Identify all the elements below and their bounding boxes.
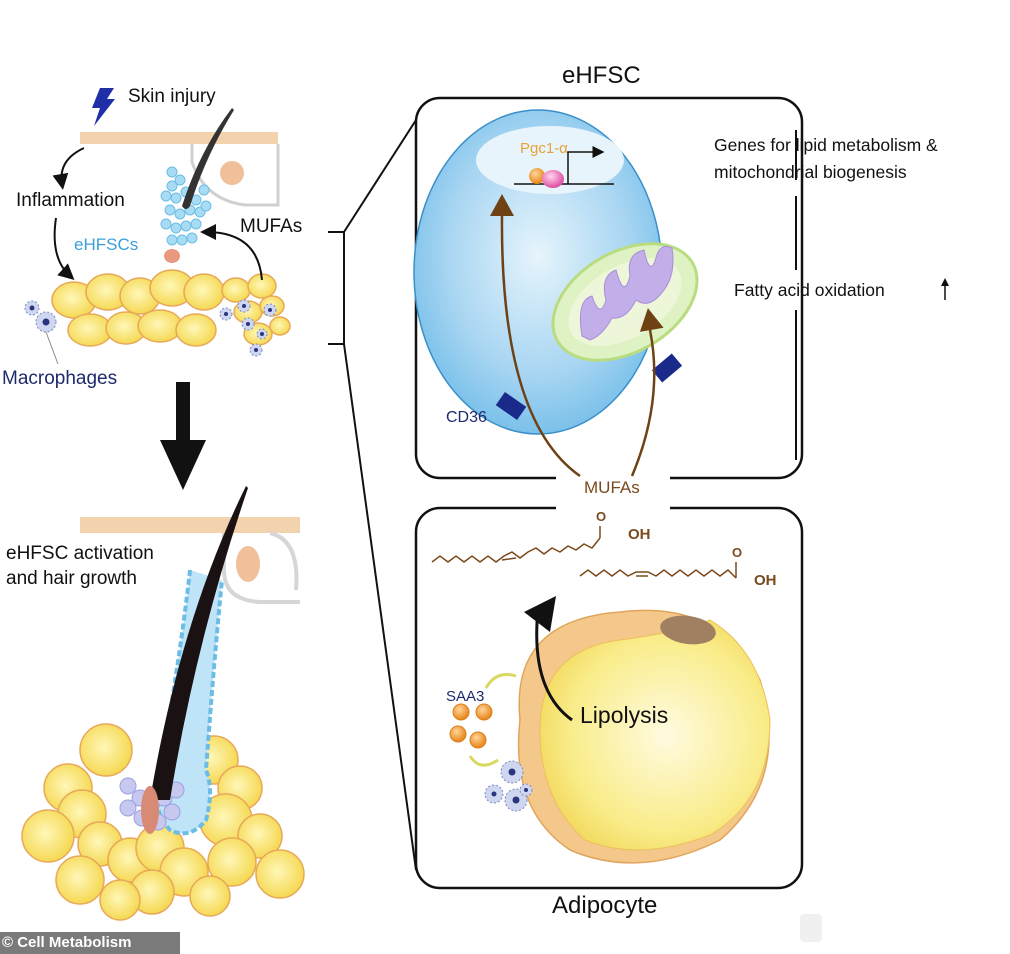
macrophage-cluster-left <box>24 300 59 365</box>
pgc1a-label: Pgc1-α <box>520 140 568 157</box>
activation-label-line1: eHFSC activation <box>6 543 154 564</box>
adipocyte-panel-title: Adipocyte <box>552 892 658 919</box>
fat-cluster-bottom <box>21 723 305 921</box>
hair-follicle-bottom <box>119 486 248 836</box>
oh-label-1: OH <box>628 526 651 543</box>
watermark-logo <box>800 914 822 942</box>
macrophages-label: Macrophages <box>2 368 118 389</box>
skin-layer-top <box>80 132 280 207</box>
skin-injury-label: Skin injury <box>128 86 216 107</box>
saa3-label: SAA3 <box>446 688 485 705</box>
inflammation-label: Inflammation <box>16 190 125 211</box>
oxygen-label-2: O <box>732 545 743 560</box>
cd36-label: CD36 <box>446 409 487 426</box>
saa3-flow-arrows <box>468 673 517 767</box>
arrow-mufa-to-follicle <box>200 224 263 281</box>
fat-layer-top <box>51 269 291 347</box>
credit-label: © Cell Metabolism <box>0 932 180 954</box>
zoom-bracket-lines <box>328 119 417 871</box>
oxygen-label-1: O <box>596 509 607 524</box>
mufas-center-label: MUFAs <box>584 478 640 497</box>
big-down-arrow-icon <box>160 382 206 490</box>
adipocyte-cell <box>517 609 771 864</box>
genes-label-line2: mitochondrial biogenesis <box>714 162 907 182</box>
cd36-transporters <box>495 353 683 421</box>
mufas-left-label: MUFAs <box>240 216 303 237</box>
arrow-inflammation-to-fat <box>53 217 75 281</box>
lipolysis-label: Lipolysis <box>580 702 669 728</box>
arrow-injury-to-inflammation <box>52 147 85 190</box>
macrophage-cluster-right <box>219 299 277 357</box>
mufa-molecules <box>431 526 737 579</box>
skin-layer-bottom <box>80 517 300 604</box>
pgc1a-orange-protein <box>529 168 545 184</box>
pgc1a-pink-protein <box>542 170 564 188</box>
ehfscs-label: eHFSCs <box>74 235 139 254</box>
mufa-arrow-to-mitochondrion <box>630 329 656 477</box>
ehfsc-panel-title: eHFSC <box>562 62 641 89</box>
hair-follicle-top <box>160 108 234 263</box>
lightning-bolt-icon <box>92 88 115 126</box>
lipolysis-arrow <box>535 609 573 722</box>
activation-label-line2: and hair growth <box>6 568 137 589</box>
genes-label-line1: Genes for lipid metabolism & <box>714 135 938 155</box>
macrophages-adipocyte <box>484 760 533 812</box>
mufa-arrow-to-nucleus <box>500 213 581 478</box>
fatty-acid-up-arrow-icon <box>941 278 949 300</box>
saa3-particles <box>449 703 493 749</box>
fatty-acid-oxidation-label: Fatty acid oxidation <box>734 280 885 300</box>
oh-label-2: OH <box>754 572 777 589</box>
